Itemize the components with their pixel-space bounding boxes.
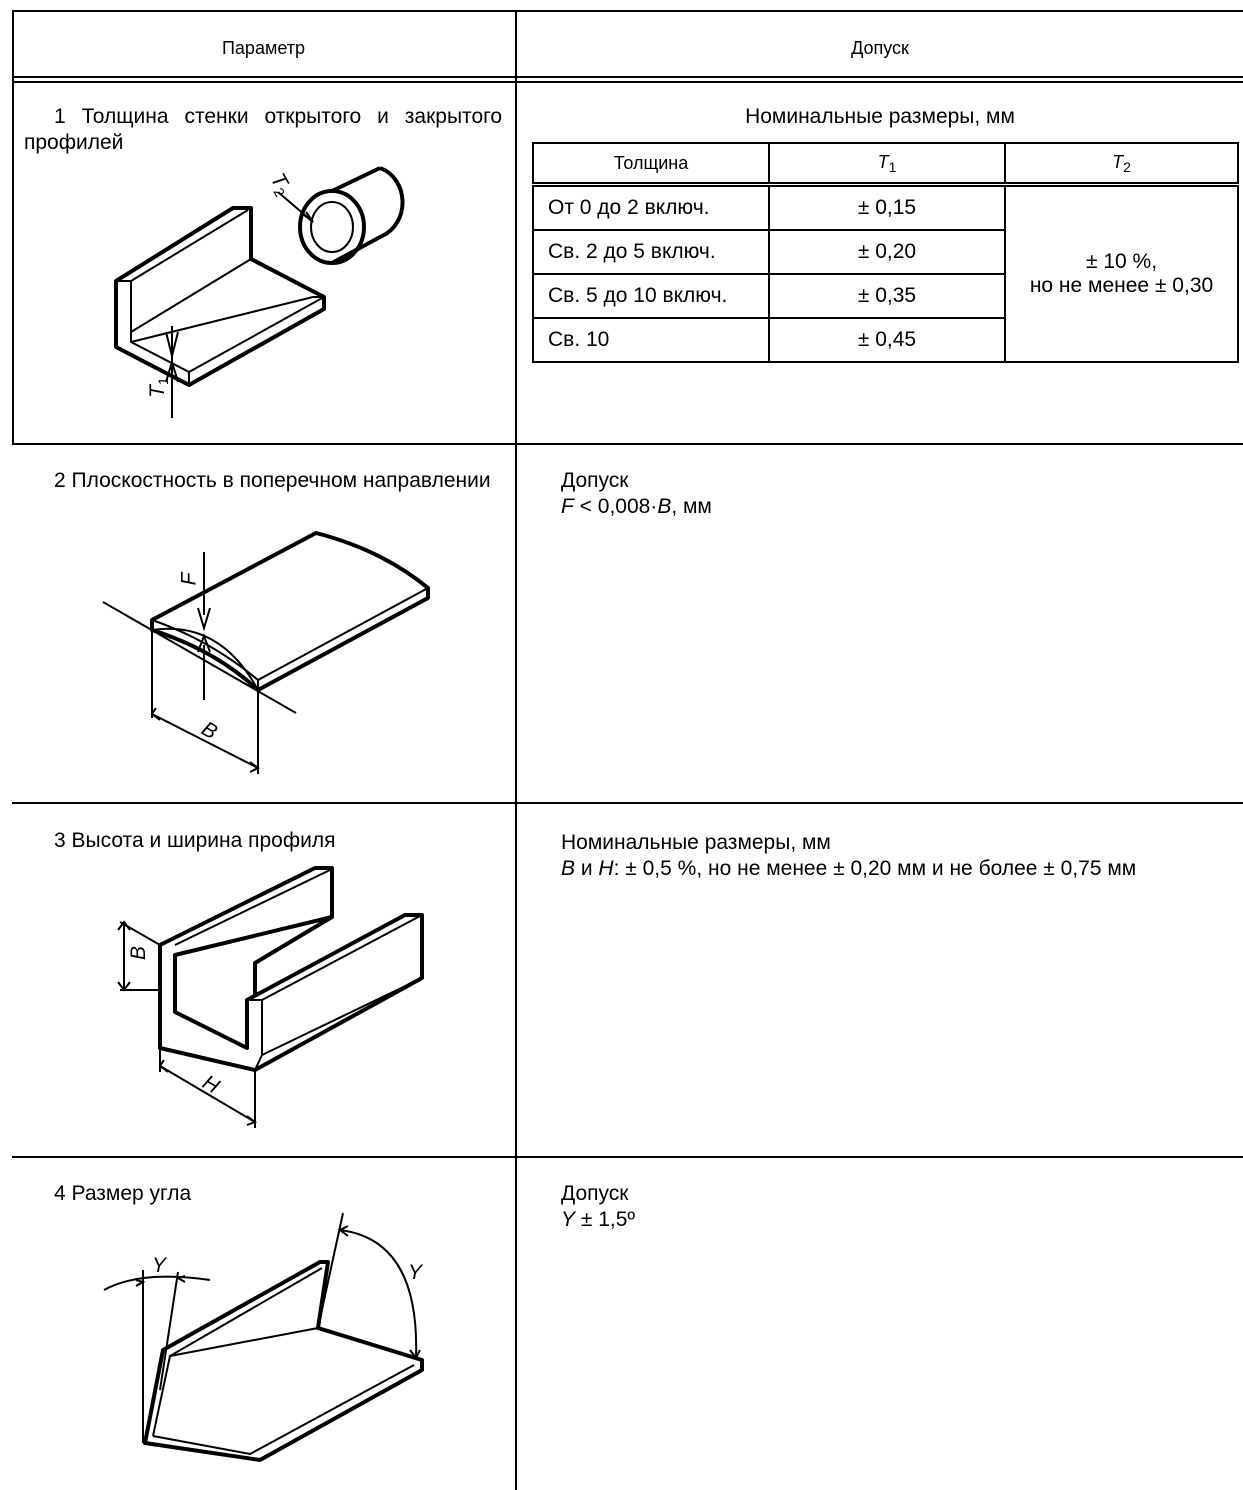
- t1-cell: ± 0,15: [768, 183, 1006, 231]
- t1-cell: ± 0,35: [768, 273, 1006, 319]
- col-t2-header: T2: [1004, 142, 1239, 187]
- header-double-rule-2: [12, 81, 1243, 83]
- column-divider: [515, 10, 517, 1490]
- f-label: F: [177, 572, 201, 586]
- row-divider-3: [12, 1156, 1243, 1158]
- row2-tolerance-formula: F < 0,008·B, мм: [561, 495, 712, 518]
- t1-cell: ± 0,45: [768, 317, 1006, 363]
- t1-label: T1: [145, 377, 171, 398]
- table-left-border: [12, 10, 14, 444]
- table-row: Св. 2 до 5 включ. ± 0,20: [532, 229, 1238, 275]
- row1-parameter: 1 Толщина стенки открытого и закрытого п…: [24, 105, 502, 154]
- t2-value-line1: ± 10 %,: [1085, 250, 1158, 273]
- header-double-rule-1: [12, 76, 1243, 78]
- table-row: Св. 10 ± 0,45: [532, 317, 1238, 363]
- row4-parameter: 4 Размер угла: [54, 1182, 192, 1205]
- row4-tolerance-formula: Y ± 1,5º: [561, 1208, 636, 1231]
- tolerance-table-header: Толщина T1 T2: [532, 142, 1239, 187]
- thickness-cell: Св. 10: [532, 317, 770, 363]
- table-row: Св. 5 до 10 включ. ± 0,35: [532, 273, 1238, 319]
- row3-tolerance-formula: B и H: ± 0,5 %, но не менее ± 0,20 мм и …: [561, 857, 1137, 880]
- row3-tolerance-line1: Номинальные размеры, мм: [561, 831, 831, 854]
- col-t1-header: T1: [768, 142, 1006, 187]
- row4-tolerance-line1: Допуск: [561, 1182, 629, 1205]
- row2-tolerance-line1: Допуск: [561, 469, 629, 492]
- thickness-cell: Св. 5 до 10 включ.: [532, 273, 770, 319]
- wall-thickness-drawing: [114, 166, 405, 418]
- row-divider-1: [12, 443, 1243, 445]
- table-top-border: [12, 10, 1243, 12]
- thickness-cell: Св. 2 до 5 включ.: [532, 229, 770, 275]
- thickness-tolerance-table: Толщина T1 T2 От 0 до 2 включ. ± 0,15 ± …: [532, 142, 1239, 363]
- col-thickness-header: Толщина: [532, 142, 770, 187]
- header-parameter: Параметр: [221, 38, 305, 58]
- row3-parameter: 3 Высота и ширина профиля: [54, 829, 336, 852]
- t2-merged-cell: ± 10 %, но не менее ± 0,30: [1004, 183, 1239, 363]
- t2-value-line2: но не менее ± 0,30: [1029, 274, 1214, 297]
- thickness-cell: От 0 до 2 включ.: [532, 183, 770, 231]
- row1-tolerance-title: Номинальные размеры, мм: [745, 105, 1015, 128]
- flatness-drawing: [102, 531, 430, 774]
- row2-parameter: 2 Плоскостность в поперечном направлении: [54, 469, 491, 492]
- row-divider-2: [12, 802, 1243, 804]
- t1-cell: ± 0,20: [768, 229, 1006, 275]
- y-label-left: Y: [152, 1254, 167, 1277]
- angle-drawing: [103, 1212, 424, 1462]
- b-label: B: [127, 945, 151, 961]
- y-label-right: Y: [408, 1261, 423, 1284]
- header-tolerance: Допуск: [851, 38, 909, 58]
- height-width-drawing: [117, 866, 424, 1128]
- table-row: От 0 до 2 включ. ± 0,15 ± 10 %, но не ме…: [532, 183, 1239, 363]
